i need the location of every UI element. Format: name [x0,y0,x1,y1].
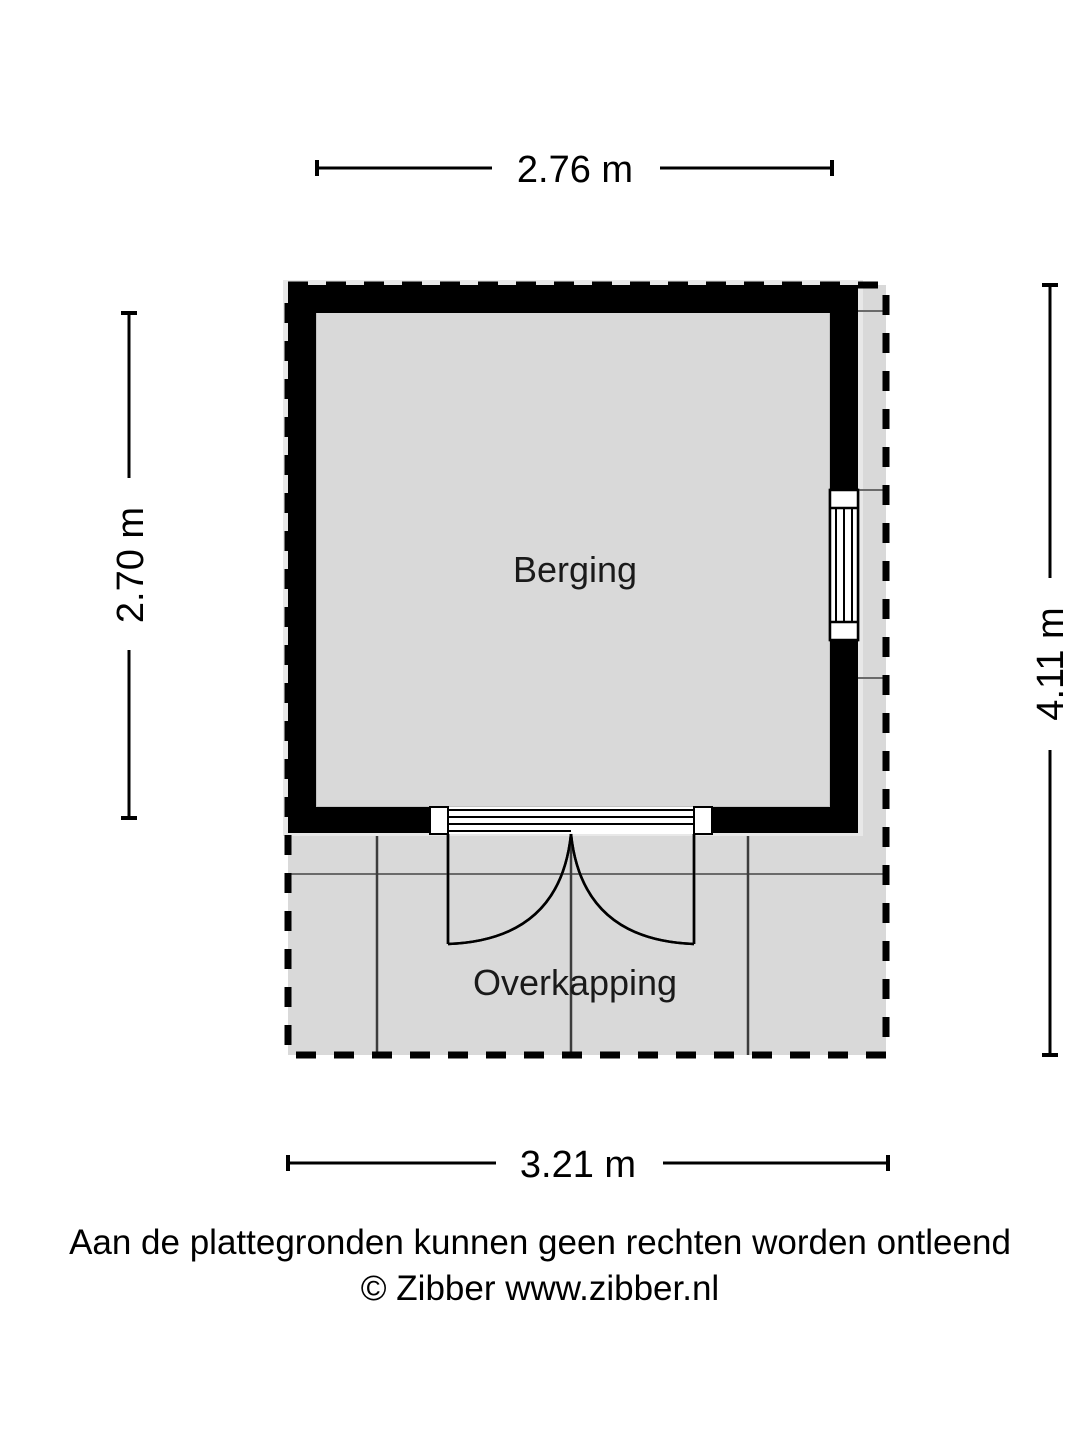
wall-right-upper [830,285,858,490]
overkapping-room-label: Overkapping [473,962,677,1003]
footer-copyright: © Zibber www.zibber.nl [361,1269,719,1308]
wall-top [288,285,858,313]
wall-right-lower [830,640,858,833]
right-strip-reference-lines [858,310,886,679]
window-right-overlay [828,488,860,642]
door-double-bottom-overlay [429,806,713,946]
wall-left [288,285,316,833]
berging-room-label: Berging [513,549,637,590]
dimension-left: 2.70 m [110,311,152,820]
dimension-top: 2.76 m [315,149,834,191]
wall-bottom-left [288,807,430,833]
dimension-right: 4.11 m [1030,283,1072,1057]
overkapping-structure-lines: Overkapping [288,836,886,1055]
berging-floor [316,311,830,807]
wall-bottom-right [712,807,858,833]
dimension-top-label: 2.76 m [517,149,633,191]
footer-disclaimer: Aan de plattegronden kunnen geen rechten… [69,1223,1011,1262]
dimension-right-label: 4.11 m [1030,607,1072,720]
dimension-bottom-label: 3.21 m [520,1144,636,1186]
dimension-left-label: 2.70 m [110,507,152,623]
dimension-bottom: 3.21 m [286,1144,890,1186]
berging-room: Berging [288,285,858,833]
